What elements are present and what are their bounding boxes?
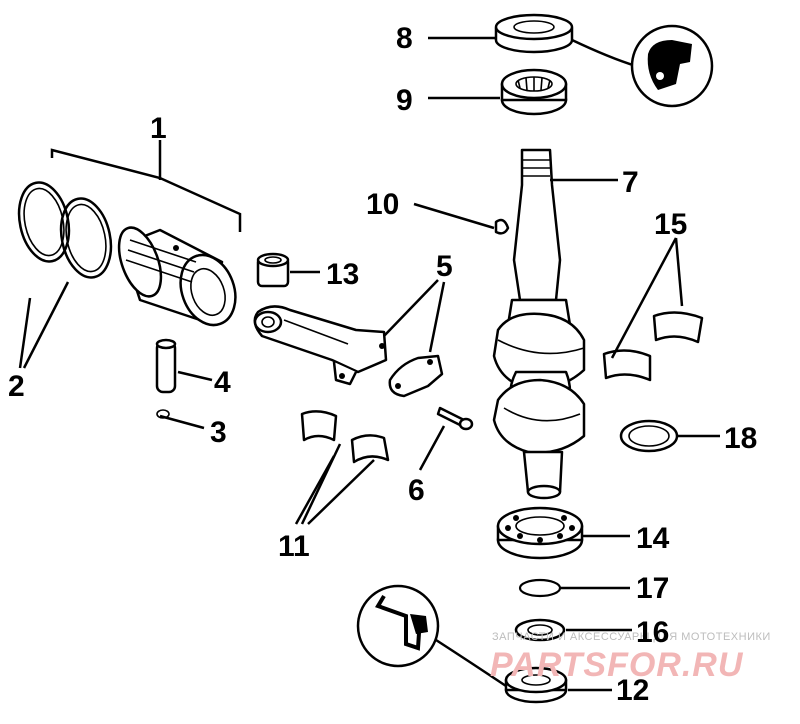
thrust-washer bbox=[514, 618, 566, 642]
callout-4: 4 bbox=[214, 366, 231, 399]
needle-bearing-small bbox=[256, 252, 290, 288]
rod-cap bbox=[388, 354, 444, 398]
woodruff-key bbox=[494, 218, 510, 235]
callout-9: 9 bbox=[396, 84, 413, 117]
piston-bracket bbox=[50, 140, 242, 232]
callout-18: 18 bbox=[724, 422, 757, 455]
watermark-brand: PARTSFOR.RU bbox=[490, 646, 744, 684]
callout-13: 13 bbox=[326, 258, 359, 291]
callout-5: 5 bbox=[436, 250, 453, 283]
watermark-tagline: ЗАПЧАСТИ И АКСЕССУАРЫ ДЛЯ МОТОТЕХНИКИ bbox=[492, 631, 771, 643]
main-seal-ring bbox=[619, 419, 679, 453]
seal-tool-inset bbox=[356, 584, 507, 688]
callout-8: 8 bbox=[396, 22, 413, 55]
rod-bearing-half-right bbox=[350, 434, 390, 464]
callout-6: 6 bbox=[408, 474, 425, 507]
callout-labels: 1 2 3 4 5 6 7 8 9 10 11 12 13 14 15 16 1… bbox=[8, 22, 757, 707]
main-bearing-half-upper bbox=[652, 311, 704, 344]
retaining-ring bbox=[518, 578, 562, 598]
callout-11: 11 bbox=[278, 530, 310, 563]
bottom-seal bbox=[504, 666, 568, 704]
callout-15: 15 bbox=[654, 208, 687, 241]
callout-2: 2 bbox=[8, 370, 25, 403]
callout-17: 17 bbox=[636, 572, 669, 605]
callout-3: 3 bbox=[210, 416, 227, 449]
callout-7: 7 bbox=[622, 166, 639, 199]
rod-bearing-half-left bbox=[300, 410, 338, 442]
callout-10: 10 bbox=[366, 188, 399, 221]
crankshaft bbox=[492, 148, 586, 500]
callout-16: 16 bbox=[636, 616, 669, 649]
top-roller-bearing bbox=[500, 68, 568, 116]
callout-1: 1 bbox=[150, 112, 167, 145]
piston bbox=[117, 226, 237, 327]
top-seal bbox=[494, 13, 574, 54]
watermark: ЗАПЧАСТИ И АКСЕССУАРЫ ДЛЯ МОТОТЕХНИКИ PA… bbox=[490, 631, 771, 684]
piston-pin bbox=[155, 338, 177, 394]
seal-detail-inset bbox=[571, 24, 714, 108]
rod-cap-screw bbox=[436, 406, 474, 431]
main-bearing-half-lower bbox=[602, 349, 652, 382]
leader-lines bbox=[18, 36, 720, 692]
callout-14: 14 bbox=[636, 522, 670, 555]
callout-12: 12 bbox=[616, 674, 649, 707]
connecting-rod bbox=[253, 305, 388, 386]
lower-ball-bearing bbox=[496, 506, 584, 560]
piston-ring-2 bbox=[59, 197, 113, 279]
